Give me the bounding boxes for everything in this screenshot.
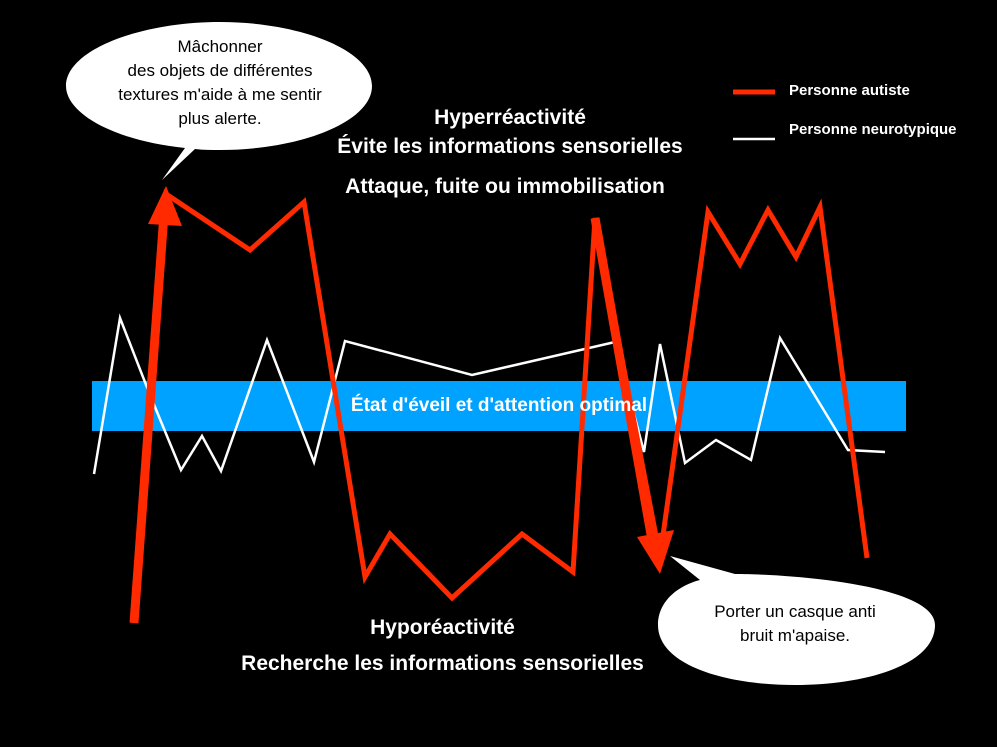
legend-neurotypical-label: Personne neurotypique <box>789 121 957 138</box>
bubble-left-line-4: plus alerte. <box>178 109 262 128</box>
bubble-left-line-3: textures m'aide à me sentir <box>118 85 322 104</box>
speech-bubble-left <box>66 22 372 180</box>
hyper-title: Hyperréactivité <box>434 106 586 129</box>
arrow-down-icon <box>590 217 657 541</box>
bubble-left-line-1: Mâchonner <box>177 37 263 56</box>
neurotypical-line <box>92 313 886 475</box>
bubble-right-line-1: Porter un casque anti <box>714 602 876 621</box>
optimal-band <box>92 381 906 431</box>
arrow-down-head-icon <box>637 530 674 574</box>
bubble-right-line-2: bruit m'apaise. <box>739 626 851 645</box>
arrow-up-icon <box>129 213 169 624</box>
bubble-left-line-2: des objets de différentes <box>127 61 313 80</box>
hypo-subtitle: Recherche les informations sensorielles <box>241 652 644 675</box>
hyper-subtitle: Évite les informations sensorielles <box>337 135 683 158</box>
speech-bubble-right <box>658 556 935 685</box>
autistic-line <box>131 189 870 624</box>
hypo-title: Hyporéactivité <box>370 616 515 639</box>
hyper-response: Attaque, fuite ou immobilisation <box>345 175 665 198</box>
legend-autistic-label: Personne autiste <box>789 82 910 99</box>
arrow-up-head-icon <box>148 186 182 226</box>
